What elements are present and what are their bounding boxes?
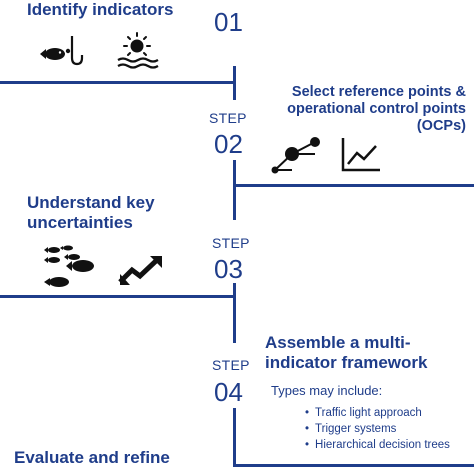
- step3-label: STEP: [212, 235, 250, 251]
- connector-line-3: [0, 295, 236, 298]
- step2-title-line: (OCPs): [416, 118, 466, 134]
- type-item: Hierarchical decision trees: [305, 437, 450, 453]
- step2-title: Select reference points & operational co…: [287, 84, 466, 135]
- fish-school-icon: [44, 245, 94, 287]
- step2-title-line: operational control points: [287, 101, 466, 117]
- step3-title-line: Understand key: [27, 193, 155, 212]
- step3-number: 03: [214, 254, 243, 284]
- step3-title-line: uncertainties: [27, 213, 133, 232]
- connector-vertical-1: [233, 66, 236, 100]
- step4-label: STEP: [212, 357, 250, 373]
- step1-number: 01: [214, 7, 243, 37]
- connector-line-4: [233, 464, 474, 467]
- type-item: Trigger systems: [305, 421, 450, 437]
- sun-over-water-icon: [117, 32, 159, 69]
- connector-vertical-4: [233, 408, 236, 466]
- connected-points-icon: [271, 137, 320, 174]
- step2-label: STEP: [209, 110, 247, 126]
- types-list: Traffic light approach Trigger systems H…: [305, 405, 450, 453]
- connector-line-1: [0, 81, 235, 84]
- step4-title-line: indicator framework: [265, 353, 428, 372]
- line-chart-icon: [341, 138, 380, 172]
- step2-title-line: Select reference points &: [291, 84, 466, 100]
- step3-title: Understand key uncertainties: [27, 193, 155, 233]
- step4-title-line: Assemble a multi-: [265, 333, 411, 352]
- connector-vertical-2: [233, 160, 236, 220]
- step2-number: 02: [214, 129, 243, 159]
- final-step-title: Evaluate and refine: [14, 448, 170, 467]
- zigzag-arrows-icon: [118, 256, 162, 285]
- connector-vertical-3: [233, 283, 236, 343]
- step4-title: Assemble a multi- indicator framework: [265, 333, 428, 373]
- connector-line-2: [233, 184, 474, 187]
- type-item: Traffic light approach: [305, 405, 450, 421]
- step1-title: Identify indicators: [27, 0, 174, 19]
- types-intro: Types may include:: [271, 383, 383, 398]
- step4-number: 04: [214, 377, 243, 407]
- fish-on-hook-icon: [40, 36, 84, 66]
